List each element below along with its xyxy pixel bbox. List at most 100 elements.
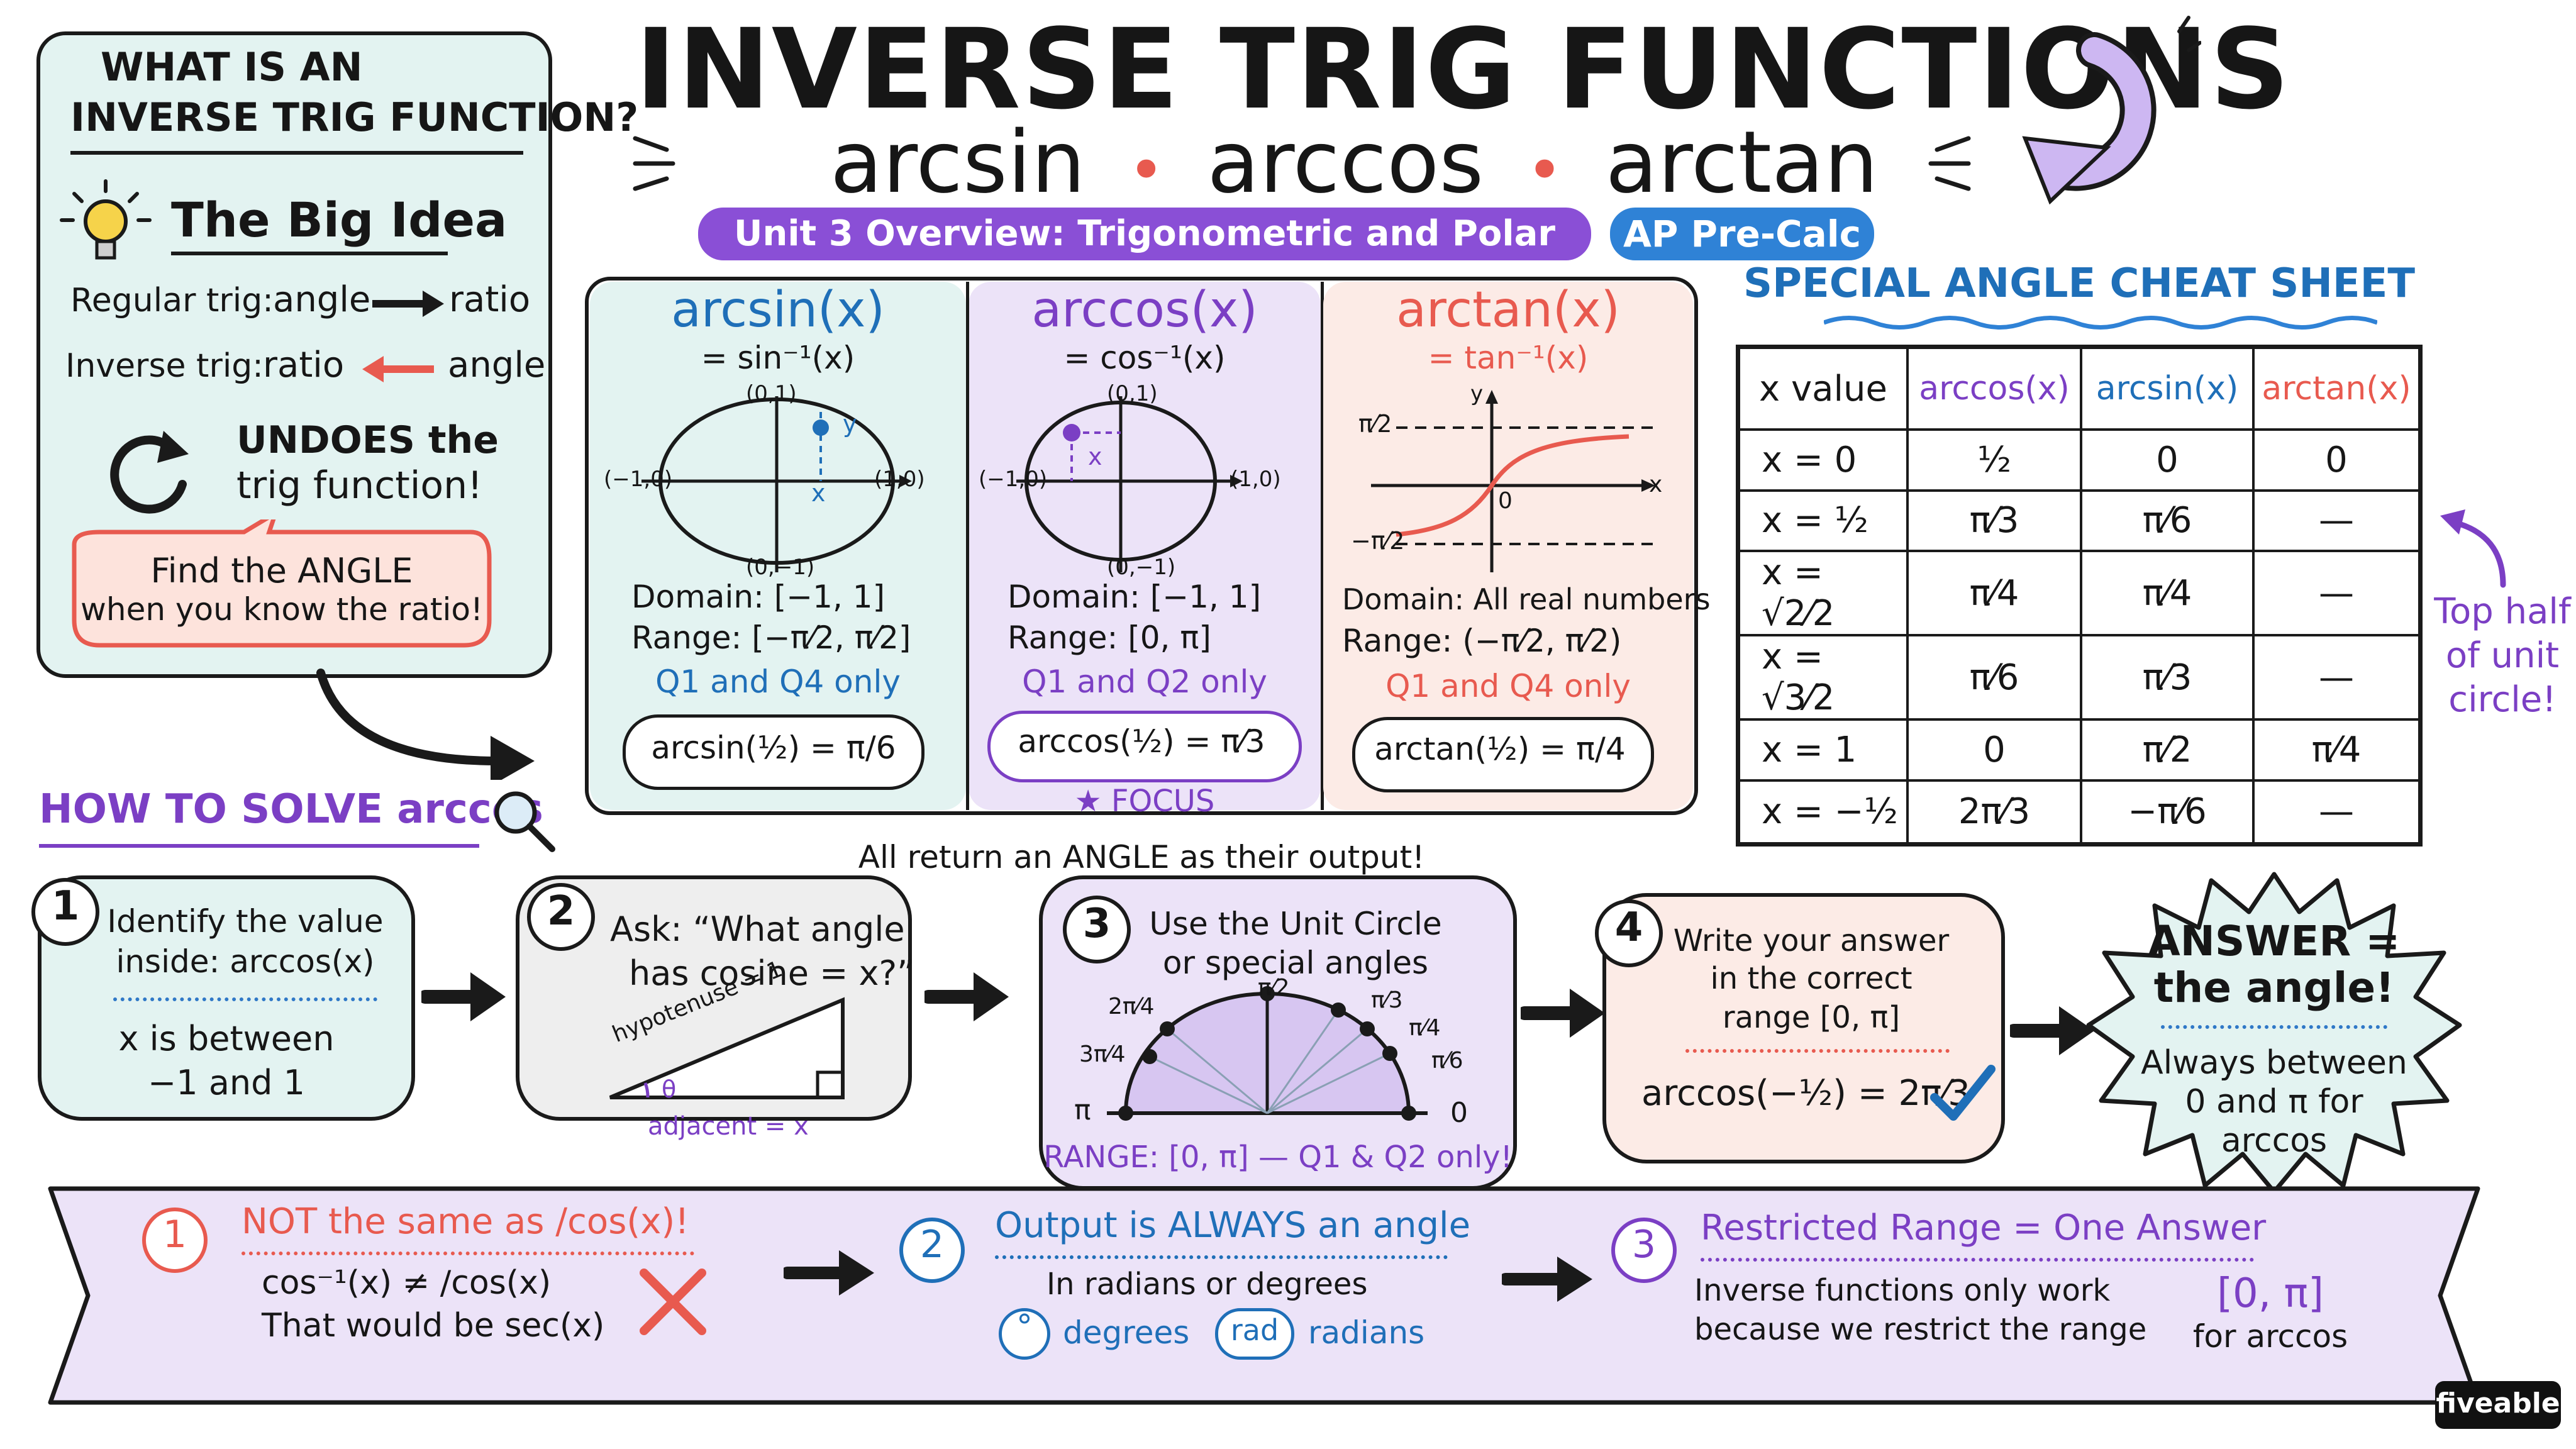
table-cell: x = √3⁄2 (1740, 636, 1909, 721)
step-2-number: 2 (547, 888, 575, 935)
bubble-line2: when you know the ratio! (80, 591, 483, 628)
step-3-number: 3 (1082, 901, 1111, 947)
step-4-card (1602, 893, 2005, 1163)
table-cell: — (2319, 791, 2354, 833)
arctan-quadrants: Q1 and Q4 only (1385, 668, 1631, 704)
answer-line4: 0 and π for (2185, 1083, 2363, 1121)
banner-2-divider (995, 1255, 1448, 1259)
arcsin-example-bubble (623, 714, 924, 790)
intro-title-line2: INVERSE TRIG FUNCTION? (70, 94, 639, 140)
side-note-line1: Top half (2434, 591, 2571, 632)
banner-1-divider (242, 1252, 694, 1255)
cards-caption: All return an ANGLE as their output! (858, 839, 1425, 875)
subtitle-arccos: arccos (1207, 113, 1484, 213)
inverse-trig-from: ratio (263, 345, 345, 386)
course-pill: AP Pre-Calc (1610, 208, 1874, 260)
step-1-line4: −1 and 1 (148, 1063, 305, 1102)
checkmark-icon (1930, 1065, 1996, 1121)
brand-logo-text: fiveable (2436, 1387, 2560, 1419)
arctan-axis-y: y (1470, 381, 1484, 406)
step-4-line1: Write your answer (1673, 923, 1950, 958)
arctan-graph (1371, 390, 1655, 572)
banner-2-title: Output is ALWAYS an angle (995, 1205, 1471, 1246)
arctan-axis-x: x (1649, 472, 1663, 497)
banner-3-number-badge (1611, 1218, 1677, 1283)
arctan-range: Range: (−π⁄2, π⁄2) (1342, 623, 1622, 659)
table-cell: x = −½ (1740, 781, 1909, 842)
banner-2-radians: radians (1308, 1314, 1425, 1351)
arcsin-card-definition: = sin⁻¹(x) (701, 340, 855, 376)
cheat-sheet-table: x value arccos(x) arcsin(x) arctan(x) x … (1736, 345, 2423, 847)
arctan-domain: Domain: All real numbers (1342, 582, 1711, 616)
arccos-label-top: (0,1) (1107, 381, 1158, 406)
inverse-trig-label: Inverse trig: (65, 347, 264, 385)
arccos-label-right: (1,0) (1230, 467, 1281, 492)
table-cell: 0 (1909, 721, 2082, 782)
step-2-number-badge (527, 883, 595, 951)
table-header-arctan: arctan(x) (2255, 349, 2418, 431)
step-3-angle-3pi4: 3π⁄4 (1079, 1041, 1126, 1067)
arrow-right-icon (1521, 989, 1605, 1038)
undoes-line1: UNDOES the (236, 418, 499, 462)
sparkle-icon (633, 136, 675, 191)
step-4-number: 4 (1614, 904, 1643, 951)
table-cell: x = ½ (1740, 491, 1909, 552)
step-2-line1: Ask: “What angle (610, 909, 905, 949)
table-cell: π⁄3 (2082, 636, 2255, 721)
unit-pill: Unit 3 Overview: Trigonometric and Polar… (698, 208, 1591, 307)
arccos-point-x: x (1088, 443, 1102, 470)
arrow-left-icon (362, 356, 434, 382)
side-note-line2: of unit (2445, 635, 2560, 676)
banner-1-title: NOT the same as /cos(x)! (242, 1201, 689, 1242)
table-cell: — (2255, 636, 2418, 721)
speech-bubble (72, 519, 492, 648)
table-cell: π⁄4 (2082, 552, 2255, 636)
table-cell: 0 (2082, 431, 2255, 492)
step-3-angle-pi: π (1074, 1094, 1091, 1126)
subtitle: arcsin • arccos • arctan (830, 113, 1879, 213)
arctan-example-bubble (1352, 717, 1654, 792)
table-cell: π⁄4 (1909, 552, 2082, 636)
arctan-example: arctan(½) = π/4 (1374, 731, 1626, 767)
howto-title: HOW TO SOLVE arccos (39, 786, 543, 833)
answer-divider (2161, 1025, 2387, 1029)
regular-trig-label: Regular trig: (70, 282, 274, 319)
cheat-sheet-title: SPECIAL ANGLE CHEAT SHEET (1743, 260, 2415, 307)
arccos-quadrants: Q1 and Q2 only (1022, 663, 1267, 700)
arcsin-point-y: y (843, 410, 857, 438)
arccos-unit-circle (1016, 396, 1243, 572)
curved-arrow-icon (316, 669, 535, 780)
arcsin-label-top: (0,1) (746, 381, 797, 406)
table-cell: x = 0 (1740, 431, 1909, 492)
cross-icon (640, 1269, 706, 1335)
table-cell: ½ (1909, 431, 2082, 492)
banner-3-divider (1701, 1258, 2254, 1262)
step-1-line1: Identify the value (107, 903, 384, 940)
banner-3-line1: Inverse functions only work (1694, 1273, 2111, 1308)
arctan-y-bottom: −π⁄2 (1351, 527, 1405, 555)
table-cell: −π⁄6 (2082, 781, 2255, 842)
banner-1-line1: cos⁻¹(x) ≠ /cos(x) (262, 1264, 552, 1302)
arcsin-domain: Domain: [−1, 1] (631, 579, 886, 615)
table-header-x: x value (1740, 349, 1909, 431)
banner-2-degrees: degrees (1063, 1314, 1190, 1351)
undoes-line2: trig function! (236, 464, 483, 508)
arcsin-quadrants: Q1 and Q4 only (655, 663, 901, 700)
step-3-range: RANGE: [0, π] — Q1 & Q2 only! (1043, 1140, 1513, 1175)
step-1-number-badge (31, 878, 99, 946)
table-cell: π⁄2 (2082, 721, 2255, 782)
big-idea-underline (171, 252, 448, 255)
table-cell: 0 (2255, 431, 2418, 492)
answer-line2: the angle! (2153, 963, 2395, 1012)
degrees-icon (999, 1308, 1050, 1360)
arrow-right-icon (1502, 1257, 1592, 1302)
arccos-domain: Domain: [−1, 1] (1008, 579, 1262, 615)
step-3-angle-pi3: π⁄3 (1371, 987, 1403, 1013)
step-4-number-badge (1595, 899, 1663, 967)
banner-1-line2: That would be sec(x) (262, 1307, 605, 1345)
intro-title-underline (70, 151, 523, 155)
page-title: INVERSE TRIG FUNCTIONS (635, 5, 2291, 134)
arcsin-label-bottom: (0,−1) (746, 555, 815, 580)
step-2-line2: has cosine = x?” (629, 953, 915, 993)
subtitle-separator: • (1128, 133, 1165, 207)
